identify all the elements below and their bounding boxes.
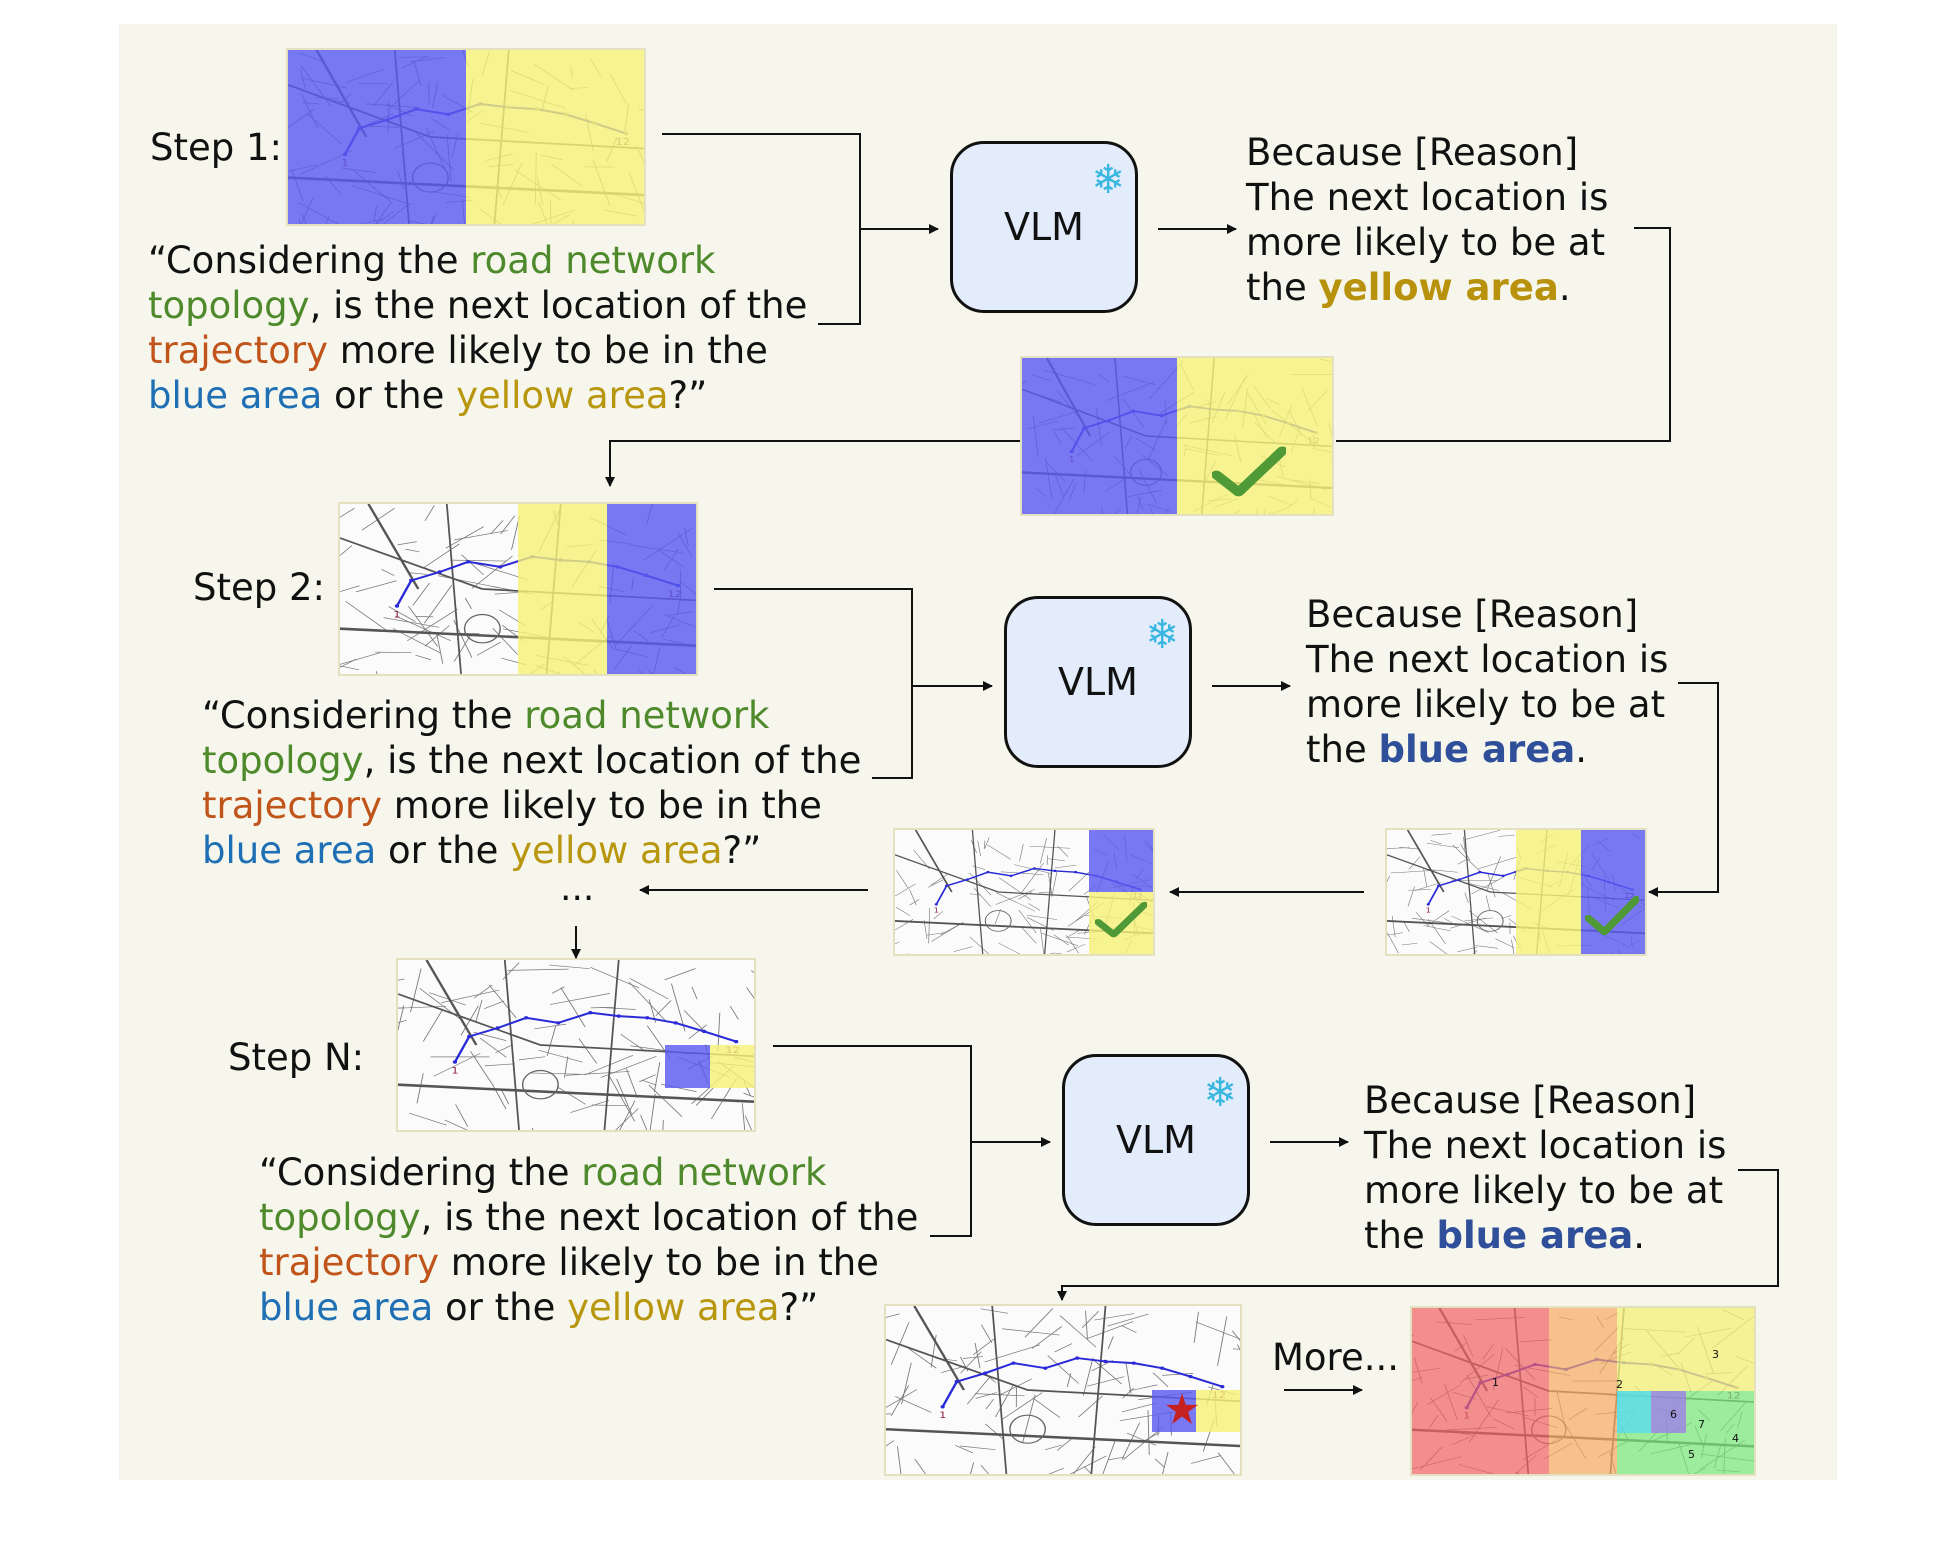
- snowflake-icon: ❄: [1203, 1070, 1237, 1116]
- check-icon: [1212, 446, 1286, 497]
- step-2-label: Step 2:: [193, 566, 326, 609]
- result-map-step1: 112: [1020, 356, 1334, 516]
- question-text-step2: “Considering the road network topology, …: [202, 694, 862, 872]
- final-map-step-n: 112: [884, 1304, 1242, 1476]
- yellow-area: [709, 1045, 754, 1088]
- arrow-reason-to-result: [1336, 227, 1671, 442]
- result-map-step2-before: 112: [1385, 828, 1647, 956]
- reason-text-step1: Because [Reason] The next location is mo…: [1246, 131, 1609, 309]
- region-number: 2: [1616, 1378, 1623, 1391]
- reason-text-step2: Because [Reason] The next location is mo…: [1306, 593, 1669, 771]
- region-number: 6: [1670, 1408, 1677, 1421]
- vlm-box-step1: VLM❄: [950, 141, 1138, 313]
- question-text-step-n: “Considering the road network topology, …: [259, 1151, 919, 1329]
- purple-region: [1651, 1391, 1686, 1433]
- blue-area: [665, 1045, 710, 1088]
- trajectory-start-label: 1: [451, 1065, 458, 1076]
- region-number: 3: [1712, 1348, 1719, 1361]
- more-label: More...: [1272, 1336, 1400, 1379]
- check-icon: [1585, 895, 1639, 936]
- trajectory-start-label: 1: [393, 609, 400, 620]
- question-text-step1: “Considering the road network topology, …: [148, 239, 808, 417]
- reason-text-step-n: Because [Reason] The next location is mo…: [1364, 1079, 1727, 1257]
- trajectory-start-label: 1: [934, 906, 940, 914]
- vlm-box-step-n: VLM❄: [1062, 1054, 1250, 1226]
- arrow-reason-to-final: [1057, 1169, 1779, 1301]
- yellow-area: [1195, 1390, 1240, 1432]
- trajectory-start-label: 1: [1426, 906, 1432, 914]
- arrow-to-step2: [605, 440, 1020, 487]
- region-map: 112 1 2 3 4 5 6 7: [1410, 1306, 1756, 1476]
- bracket-connector: [773, 1045, 972, 1237]
- ellipsis: ...: [560, 868, 595, 909]
- blue-area: [607, 504, 696, 674]
- step-1-label: Step 1:: [150, 126, 283, 169]
- orange-region: [1548, 1308, 1618, 1474]
- vlm-box-step2: VLM❄: [1004, 596, 1192, 768]
- region-number: 7: [1698, 1418, 1705, 1431]
- blue-area: [288, 50, 466, 224]
- snowflake-icon: ❄: [1091, 157, 1125, 203]
- map-step-n: 112: [396, 958, 756, 1132]
- bracket-connector: [714, 588, 913, 779]
- snowflake-icon: ❄: [1145, 612, 1179, 658]
- check-icon: [1095, 901, 1147, 938]
- blue-area: [1088, 830, 1153, 892]
- trajectory-start-label: 1: [939, 1411, 946, 1421]
- yellow-area: [466, 50, 644, 224]
- yellow-area: [518, 504, 607, 674]
- blue-area: [1580, 830, 1645, 954]
- region-number: 5: [1688, 1448, 1695, 1461]
- map-step2: 112: [338, 502, 698, 676]
- arrow-reason-to-result: [1648, 682, 1719, 897]
- yellow-region: [1617, 1308, 1754, 1391]
- bracket-connector: [662, 133, 861, 325]
- region-number: 4: [1732, 1432, 1739, 1445]
- blue-area: [1022, 358, 1177, 514]
- yellow-area: [1516, 830, 1581, 954]
- yellow-area: [1177, 358, 1332, 514]
- map-step1: 112: [286, 48, 646, 226]
- red-region: [1412, 1308, 1549, 1474]
- star-icon: [1166, 1393, 1198, 1424]
- region-number: 1: [1492, 1376, 1499, 1389]
- result-map-step2-refined: 112: [893, 828, 1155, 956]
- cyan-region: [1617, 1391, 1652, 1433]
- step-n-label: Step N:: [228, 1036, 365, 1079]
